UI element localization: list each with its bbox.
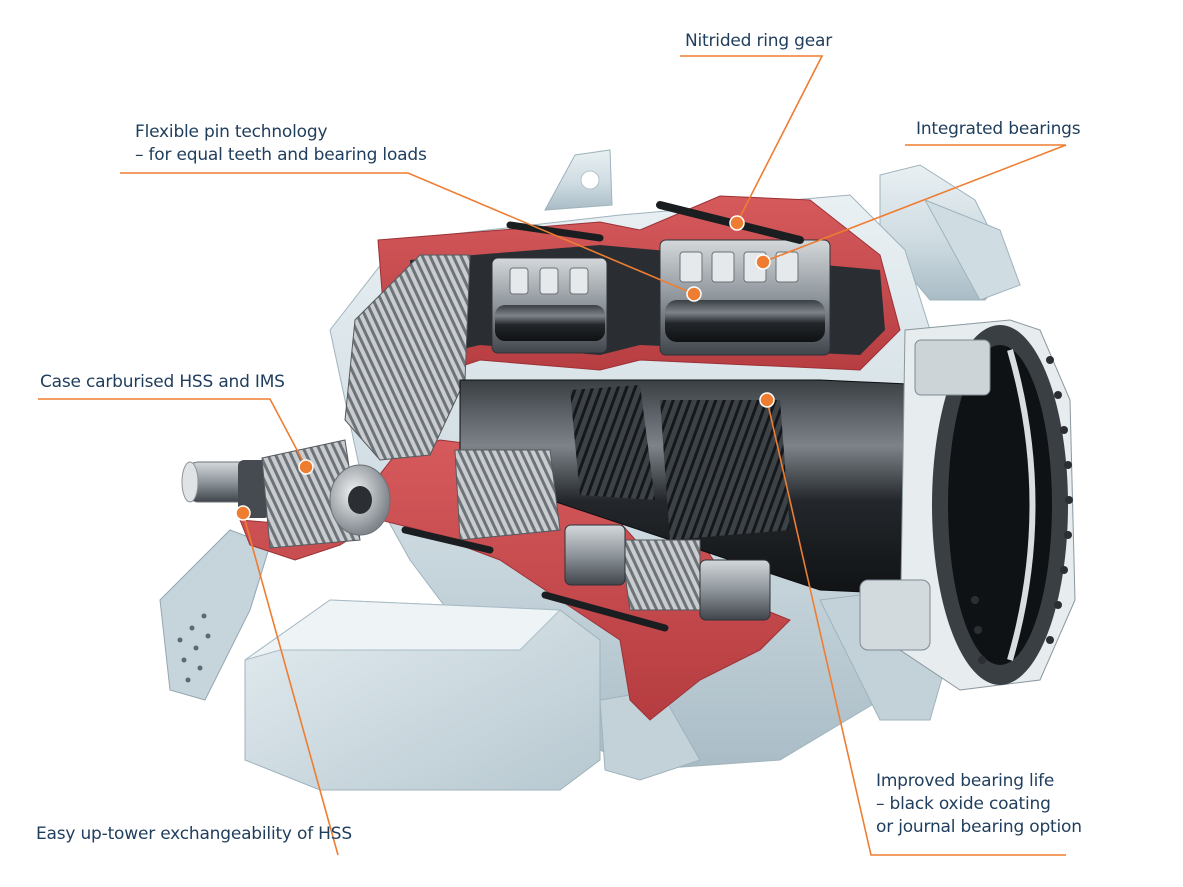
leader-integrated-bearings bbox=[762, 144, 1067, 263]
callout-ring-gear: Nitrided ring gear bbox=[685, 30, 832, 53]
callout-bearing-life: Improved bearing life – black oxide coat… bbox=[876, 770, 1082, 839]
callout-ring-gear-line-1: Nitrided ring gear bbox=[685, 31, 833, 51]
callout-bearing-life-line-2: – black oxide coating bbox=[876, 794, 1051, 814]
leader-ring-gear bbox=[680, 55, 824, 224]
dot-bearing-life bbox=[759, 392, 775, 408]
dot-integrated-bearings bbox=[755, 254, 771, 270]
callout-up-tower-line-1: Easy up-tower exchangeability of HSS bbox=[36, 824, 352, 844]
shrink-disc-bolts bbox=[971, 356, 1073, 664]
leader-lines bbox=[38, 55, 1067, 856]
leader-flex-pin bbox=[120, 172, 695, 295]
callout-case-carburised-line-1: Case carburised HSS and IMS bbox=[40, 372, 285, 392]
callout-bearing-life-line-3: or journal bearing option bbox=[876, 817, 1082, 837]
leader-case-carburised bbox=[38, 398, 307, 468]
dot-flex-pin bbox=[686, 286, 702, 302]
callout-case-carburised: Case carburised HSS and IMS bbox=[40, 371, 285, 394]
callout-flex-pin-line-2: – for equal teeth and bearing loads bbox=[135, 145, 427, 165]
callout-up-tower: Easy up-tower exchangeability of HSS bbox=[36, 823, 352, 846]
planet-stage-internals bbox=[344, 201, 1041, 632]
dot-case-carburised bbox=[298, 459, 314, 475]
callout-integrated-bearings-line-1: Integrated bearings bbox=[916, 119, 1081, 139]
dot-ring-gear bbox=[729, 215, 745, 231]
hss-pinion-assembly bbox=[181, 439, 391, 549]
dot-up-tower bbox=[235, 505, 251, 521]
flange-bolt-holes bbox=[177, 613, 211, 683]
leader-bearing-life bbox=[766, 399, 1066, 856]
callout-bearing-life-line-1: Improved bearing life bbox=[876, 771, 1055, 791]
callout-target-dots bbox=[235, 215, 775, 521]
output-shrink-disc bbox=[859, 319, 1076, 691]
callout-flex-pin-line-1: Flexible pin technology bbox=[135, 122, 328, 142]
lug-hole-icon bbox=[580, 170, 600, 190]
callout-integrated-bearings: Integrated bearings bbox=[916, 118, 1081, 141]
leader-up-tower bbox=[242, 512, 339, 856]
callout-flex-pin: Flexible pin technology – for equal teet… bbox=[135, 121, 427, 167]
